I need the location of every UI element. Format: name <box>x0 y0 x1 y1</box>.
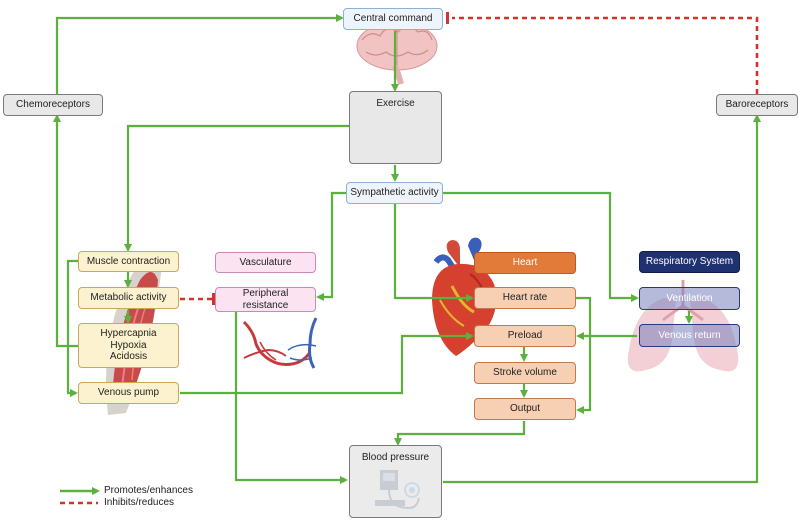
venous-return-node: Venous return <box>639 324 740 347</box>
muscle-contraction-node: Muscle contraction <box>78 251 179 272</box>
acidosis-label: Acidosis <box>109 351 148 363</box>
heart-header: Heart <box>474 252 576 274</box>
baroreceptors-node: Baroreceptors <box>716 94 798 116</box>
legend-inhibits-label: Inhibits/reduces <box>104 497 175 508</box>
respiratory-system-header: Respiratory System <box>639 251 740 273</box>
stroke-volume-node: Stroke volume <box>474 362 576 384</box>
venous-pump-node: Venous pump <box>78 382 179 404</box>
central-command-node: Central command <box>343 8 443 30</box>
hypoxia-label: Hypoxia <box>110 339 147 351</box>
sympathetic-activity-node: Sympathetic activity <box>346 182 443 204</box>
ventilation-node: Ventilation <box>639 287 740 310</box>
blood-vessels-icon <box>242 317 318 369</box>
vasculature-node: Vasculature <box>215 252 316 273</box>
metabolic-activity-node: Metabolic activity <box>78 287 179 309</box>
hypercapnia-label: Hypercapnia <box>100 328 157 340</box>
blood-pressure-label: Blood pressure <box>361 452 430 463</box>
brain-icon <box>356 21 438 85</box>
resistance-label: resistance <box>242 299 289 311</box>
exercise-label: Exercise <box>376 98 415 109</box>
peripheral-label: Peripheral <box>242 288 289 299</box>
chemoreceptors-node: Chemoreceptors <box>3 94 103 116</box>
promote-connectors <box>53 14 761 484</box>
heart-rate-node: Heart rate <box>474 287 576 309</box>
inhibit-bar <box>212 293 215 305</box>
blood-pressure-node: Blood pressure <box>349 445 442 518</box>
hypercapnia-hypoxia-acidosis-node: Hypercapnia Hypoxia Acidosis <box>78 323 179 368</box>
inhibit-connectors <box>180 16 759 301</box>
peripheral-resistance-node: Peripheral resistance <box>215 287 316 312</box>
preload-node: Preload <box>474 325 576 347</box>
output-node: Output <box>474 398 576 420</box>
legend-promotes-label: Promotes/enhances <box>104 485 193 496</box>
inhibit-bar <box>446 12 449 24</box>
exercise-node: Exercise <box>349 91 442 164</box>
